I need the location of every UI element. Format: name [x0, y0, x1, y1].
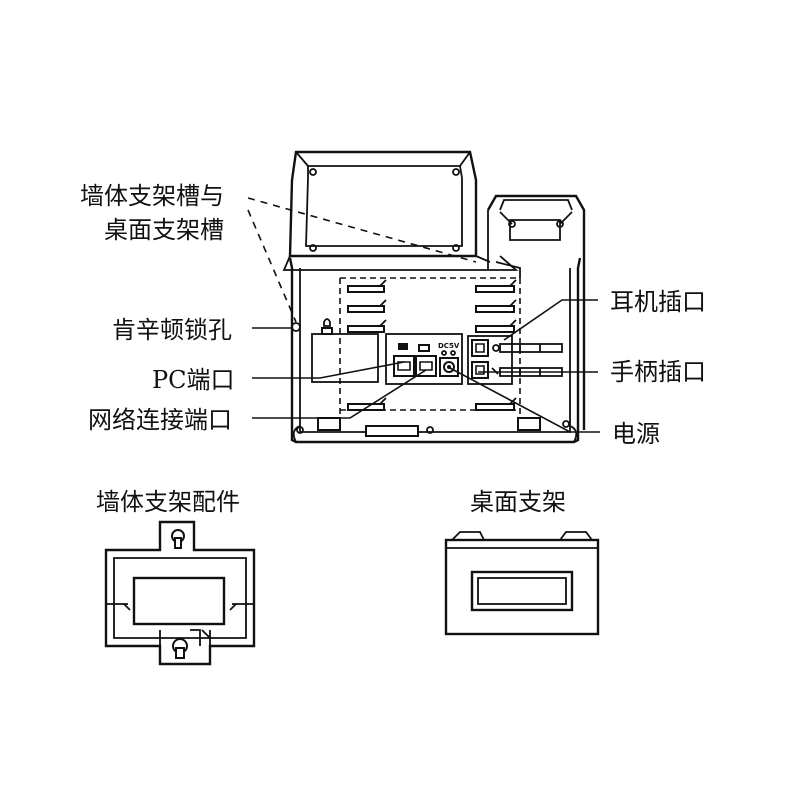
callout-power — [449, 367, 600, 433]
wall-mount-accessory — [104, 520, 256, 666]
label-headset-port: 耳机插口 — [610, 288, 706, 316]
power-spec-mark: DC5V — [438, 342, 460, 350]
label-kensington: 肯辛顿锁孔 — [112, 316, 232, 344]
port-block: DC5V — [385, 333, 463, 385]
label-wall-slot-line2: 桌面支架槽 — [104, 216, 224, 244]
label-pc-port: PC端口 — [152, 366, 235, 394]
callout-lines — [247, 197, 600, 433]
label-network-port: 网络连接端口 — [88, 406, 232, 434]
label-power: 电源 — [612, 420, 660, 448]
mount-slots-left — [347, 279, 387, 411]
callout-wall-slot — [247, 197, 477, 323]
callout-pc-port — [252, 361, 405, 379]
desk-stand-accessory — [444, 531, 600, 636]
label-wall-mount: 墙体支架配件 — [96, 488, 240, 516]
handset-cradle — [486, 194, 586, 430]
callout-headset — [503, 299, 598, 341]
labels: 墙体支架槽与 桌面支架槽 肯辛顿锁孔 PC端口 网络连接端口 耳机插口 手柄插口… — [80, 182, 706, 516]
slot-frame-dashed — [339, 277, 521, 420]
handset-headset-ports — [467, 335, 513, 385]
label-wall-slot-line1: 墙体支架槽与 — [80, 182, 224, 210]
kensington-lock-slot — [291, 318, 333, 335]
label-desk-stand: 桌面支架 — [470, 488, 566, 516]
phone-body-inner — [299, 268, 571, 433]
callout-network-port — [252, 369, 427, 419]
label-handset-port: 手柄插口 — [610, 358, 706, 386]
phone-feet — [296, 417, 541, 437]
phone-body-outline — [288, 257, 582, 444]
screen-stand — [282, 150, 519, 271]
label-panel — [311, 333, 379, 383]
mount-slots-right — [475, 279, 517, 411]
phone-back-view: DC5V — [282, 150, 586, 444]
